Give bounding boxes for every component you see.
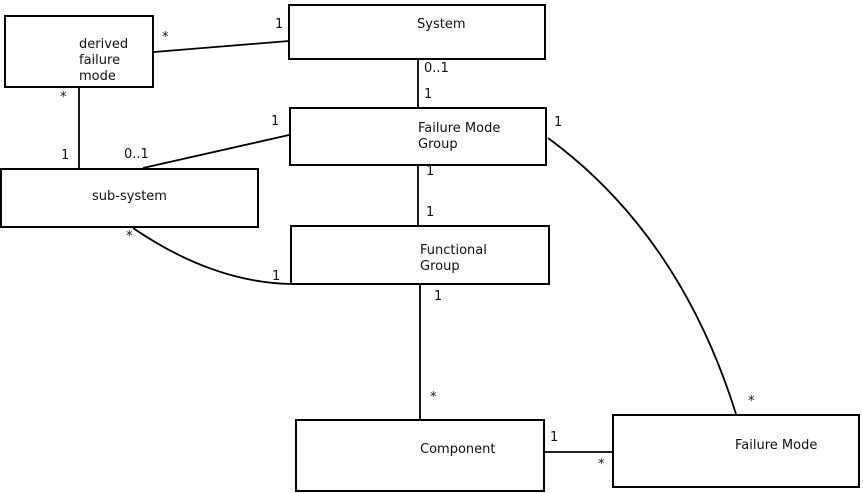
mult-functional-group-end-to-component: 1 — [434, 289, 443, 304]
mult-system-end-from-derived: 1 — [275, 17, 284, 32]
node-failure-mode — [612, 414, 860, 488]
node-label-sub-system: sub-system — [92, 189, 167, 204]
mult-failure-mode-group-end-from-sub-system: 1 — [271, 114, 280, 129]
node-functional-group — [290, 225, 550, 285]
node-label-functional-group: Functional Group — [420, 243, 487, 274]
edge-derived-failure-mode-to-system — [153, 40, 290, 53]
mult-failure-mode-group-end-to-failure-mode: 1 — [554, 115, 563, 130]
mult-functional-group-end-from-sub-system: 1 — [272, 269, 281, 284]
node-label-failure-mode: Failure Mode — [735, 438, 818, 453]
node-label-system: System — [417, 17, 466, 32]
node-label-derived-failure-mode: derived failure mode — [79, 37, 129, 84]
node-sub-system — [0, 168, 259, 228]
mult-failure-mode-end-from-failure-mode-group: * — [748, 394, 755, 409]
edge-sub-system-to-failure-mode-group — [142, 134, 290, 169]
mult-sub-system-end-from-derived: 1 — [61, 148, 70, 163]
mult-derived-end-to-system: * — [162, 30, 169, 45]
mult-component-end-from-functional-group: * — [430, 390, 437, 405]
mult-component-end-to-failure-mode: 1 — [550, 430, 559, 445]
edge-sub-system-to-functional-group — [132, 227, 291, 285]
mult-derived-end-to-sub-system: * — [60, 90, 67, 105]
node-label-component: Component — [420, 442, 496, 457]
node-component — [295, 419, 545, 492]
node-derived-failure-mode — [4, 15, 154, 88]
node-label-failure-mode-group: Failure Mode Group — [418, 121, 501, 152]
mult-system-end-to-failure-mode-group: 0..1 — [424, 61, 449, 76]
mult-functional-group-end-from-failure-mode-group: 1 — [426, 205, 435, 220]
mult-sub-system-end-to-functional-group: * — [126, 229, 133, 244]
mult-failure-mode-group-end-from-system: 1 — [424, 87, 433, 102]
node-failure-mode-group — [289, 107, 547, 166]
mult-failure-mode-group-end-to-functional-group: 1 — [426, 164, 435, 179]
edge-failure-mode-group-to-failure-mode — [547, 137, 737, 415]
mult-sub-system-end-to-failure-mode-group: 0..1 — [124, 147, 149, 162]
mult-failure-mode-end-from-component: * — [598, 457, 605, 472]
node-system — [288, 4, 546, 60]
